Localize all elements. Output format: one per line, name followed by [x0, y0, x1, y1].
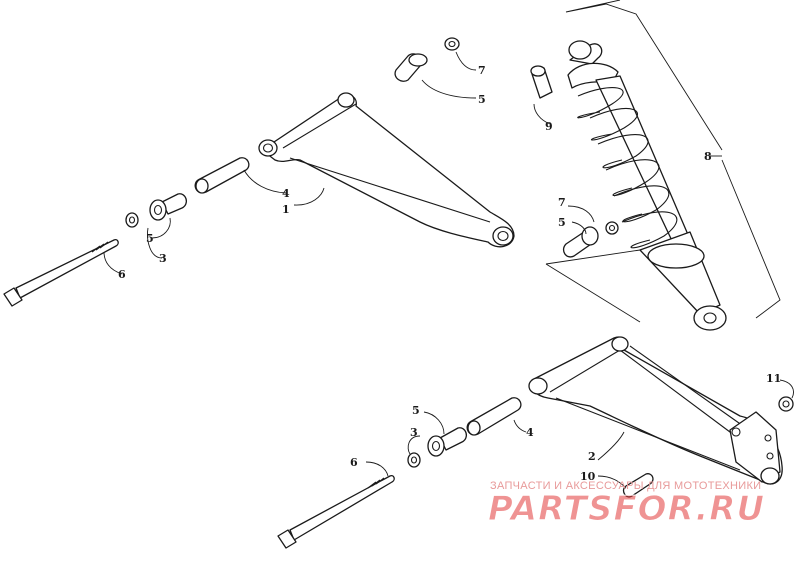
leader-lines — [103, 0, 794, 489]
callout-4-lower: 4 — [526, 426, 534, 439]
washer-lower — [407, 452, 421, 468]
nut-shock — [605, 221, 619, 235]
bolt-upper — [3, 238, 119, 307]
flanged-bushing-shock — [562, 226, 599, 258]
callout-10: 10 — [580, 470, 596, 483]
callout-5-shock: 5 — [558, 216, 566, 229]
callout-6-lower: 6 — [350, 456, 358, 469]
callout-7-shock: 7 — [558, 196, 566, 209]
shock-spacer — [530, 65, 553, 99]
nut-top — [444, 37, 460, 51]
callout-7-top: 7 — [478, 64, 486, 77]
upper-a-arm — [258, 92, 515, 248]
flanged-bushing-lower — [427, 427, 468, 457]
washer-upper — [125, 212, 139, 228]
callout-8: 8 — [704, 150, 712, 163]
callout-2: 2 — [588, 450, 596, 463]
callout-6-upper: 6 — [118, 268, 126, 281]
bushing-sleeve-upper — [194, 157, 250, 194]
callout-1: 1 — [282, 203, 290, 216]
callout-3-upper: 3 — [159, 252, 167, 265]
callout-9: 9 — [545, 120, 553, 133]
shock-absorber — [567, 40, 727, 331]
nut-lower — [778, 396, 794, 412]
watermark-subtitle: ЗАПЧАСТИ И АКСЕССУАРЫ ДЛЯ МОТОТЕХНИКИ — [490, 480, 761, 492]
watermark: ЗАПЧАСТИ И АКСЕССУАРЫ ДЛЯ МОТОТЕХНИКИ PA… — [488, 480, 765, 530]
bolt-lower — [277, 474, 395, 549]
callout-11: 11 — [766, 372, 781, 385]
lower-a-arm — [528, 336, 783, 485]
flanged-bushing-upper-left — [149, 193, 188, 221]
callout-4-upper: 4 — [282, 187, 290, 200]
callout-5-lower: 5 — [412, 404, 420, 417]
flanged-bushing-top — [394, 53, 428, 82]
bushing-sleeve-lower — [466, 397, 522, 436]
callout-5-upper-left: 5 — [146, 232, 154, 245]
callout-labels: 1 2 3 3 4 4 5 5 5 5 6 6 7 7 8 9 10 11 — [118, 64, 781, 483]
callout-5-top: 5 — [478, 93, 486, 106]
watermark-logo: PARTSFOR.RU — [488, 489, 765, 529]
bolt-small — [622, 473, 654, 498]
callout-3-lower: 3 — [410, 426, 418, 439]
